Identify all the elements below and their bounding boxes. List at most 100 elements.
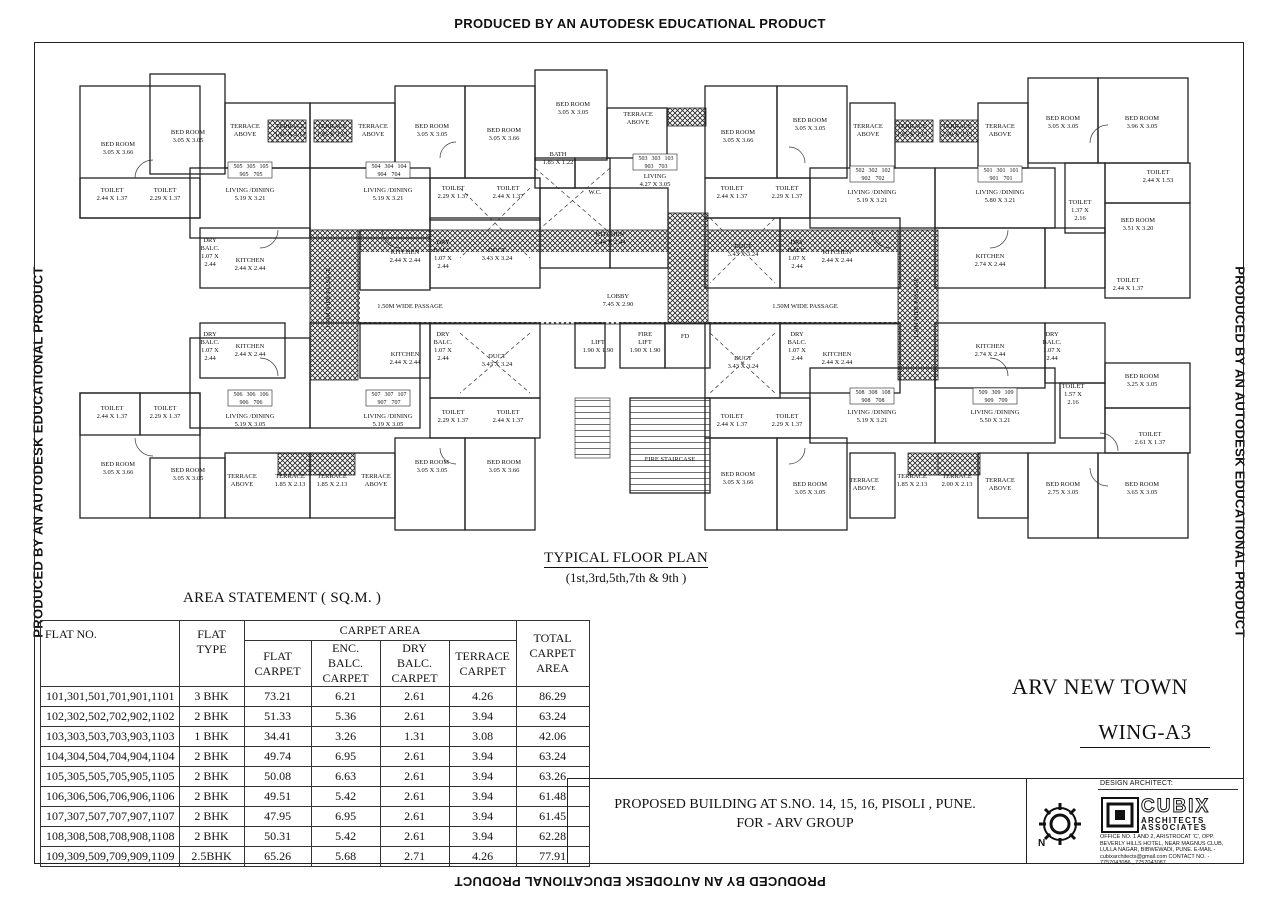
svg-text:1.85 X 2.13: 1.85 X 2.13 bbox=[275, 131, 306, 138]
svg-text:2.44: 2.44 bbox=[437, 355, 449, 362]
svg-text:1.07 X: 1.07 X bbox=[1043, 347, 1061, 354]
svg-text:BED ROOM: BED ROOM bbox=[101, 461, 135, 468]
svg-text:5.19 X 3.21: 5.19 X 3.21 bbox=[373, 195, 404, 202]
svg-text:ABOVE: ABOVE bbox=[989, 131, 1011, 138]
svg-text:ABOVE: ABOVE bbox=[627, 119, 649, 126]
svg-text:3.05 X 3.05: 3.05 X 3.05 bbox=[795, 125, 826, 132]
plan-subtitle: (1st,3rd,5th,7th & 9th ) bbox=[565, 570, 687, 585]
svg-text:302: 302 bbox=[869, 168, 878, 174]
svg-text:504: 504 bbox=[372, 164, 381, 170]
svg-text:LIVING: LIVING bbox=[644, 173, 667, 180]
svg-text:TOILET: TOILET bbox=[1069, 199, 1092, 206]
svg-text:706: 706 bbox=[254, 400, 263, 406]
svg-text:5.19 X 3.21: 5.19 X 3.21 bbox=[235, 195, 266, 202]
svg-text:2.29 X 1.37: 2.29 X 1.37 bbox=[438, 417, 469, 424]
svg-text:1.85 X 1.22: 1.85 X 1.22 bbox=[543, 159, 574, 166]
svg-text:701: 701 bbox=[1004, 176, 1013, 182]
cubix-logo-icon bbox=[1101, 797, 1139, 833]
svg-text:705: 705 bbox=[254, 172, 263, 178]
svg-text:DUCT: DUCT bbox=[488, 247, 506, 254]
svg-text:ABOVE: ABOVE bbox=[853, 485, 875, 492]
area-statement-table: FLAT NO. FLAT TYPE CARPET AREA TOTAL CAR… bbox=[40, 620, 590, 867]
svg-text:ABOVE: ABOVE bbox=[234, 131, 256, 138]
svg-text:TOILET: TOILET bbox=[101, 405, 124, 412]
svg-text:BALC.: BALC. bbox=[434, 247, 453, 254]
svg-text:LIVING /DINING: LIVING /DINING bbox=[848, 189, 897, 196]
svg-text:BED ROOM: BED ROOM bbox=[1125, 115, 1159, 122]
svg-text:309: 309 bbox=[992, 390, 1001, 396]
svg-text:509: 509 bbox=[979, 390, 988, 396]
svg-text:3.43 X 3.24: 3.43 X 3.24 bbox=[482, 361, 513, 368]
svg-text:3.05 X 3.66: 3.05 X 3.66 bbox=[489, 467, 520, 474]
svg-text:2.74 X 2.44: 2.74 X 2.44 bbox=[975, 351, 1006, 358]
svg-text:2.44 X 2.44: 2.44 X 2.44 bbox=[390, 359, 421, 366]
svg-text:2.44 X 1.37: 2.44 X 1.37 bbox=[1113, 285, 1144, 292]
svg-text:TOILET: TOILET bbox=[1117, 277, 1140, 284]
svg-text:TERRACE: TERRACE bbox=[942, 473, 972, 480]
svg-text:2.44 X 2.44: 2.44 X 2.44 bbox=[595, 239, 626, 246]
col-total: TOTAL CARPET AREA bbox=[515, 620, 590, 687]
svg-text:KITCHEN: KITCHEN bbox=[236, 257, 265, 264]
svg-text:107: 107 bbox=[398, 392, 407, 398]
svg-text:DRY: DRY bbox=[203, 237, 217, 244]
lobby-label: LOBBY bbox=[607, 293, 629, 300]
svg-text:TOILET: TOILET bbox=[154, 405, 177, 412]
svg-text:ABOVE: ABOVE bbox=[857, 131, 879, 138]
svg-text:DUCT: DUCT bbox=[488, 353, 506, 360]
svg-text:308: 308 bbox=[869, 390, 878, 396]
svg-text:BED ROOM: BED ROOM bbox=[721, 471, 755, 478]
svg-text:BED ROOM: BED ROOM bbox=[1125, 481, 1159, 488]
col-dry-balc: DRY BALC. CARPET bbox=[379, 640, 450, 687]
svg-text:908: 908 bbox=[862, 398, 871, 404]
svg-text:3.05 X 3.05: 3.05 X 3.05 bbox=[417, 467, 448, 474]
svg-text:506: 506 bbox=[234, 392, 243, 398]
svg-text:1.37 X: 1.37 X bbox=[1071, 207, 1089, 214]
svg-text:103: 103 bbox=[665, 156, 674, 162]
svg-text:101: 101 bbox=[1010, 168, 1019, 174]
svg-text:2.61 X 1.37: 2.61 X 1.37 bbox=[1135, 439, 1166, 446]
floor-plan: BED ROOM 3.05 X 3.66 BED ROOM 3.05 X 3.0… bbox=[79, 69, 1191, 539]
label-bedroom: BED ROOM bbox=[101, 141, 135, 148]
svg-text:305: 305 bbox=[247, 164, 256, 170]
svg-text:TERRACE: TERRACE bbox=[897, 123, 927, 130]
architect-label: DESIGN ARCHITECT: bbox=[1100, 780, 1174, 787]
svg-text:TERRACE: TERRACE bbox=[853, 123, 883, 130]
svg-text:1.07 X: 1.07 X bbox=[434, 347, 452, 354]
svg-text:507: 507 bbox=[372, 392, 381, 398]
svg-text:3.43 X 3.24: 3.43 X 3.24 bbox=[728, 251, 759, 258]
svg-text:3.05 X 3.66: 3.05 X 3.66 bbox=[723, 479, 754, 486]
svg-text:1.07 X: 1.07 X bbox=[201, 253, 219, 260]
svg-text:304: 304 bbox=[385, 164, 394, 170]
svg-text:DRY: DRY bbox=[436, 239, 450, 246]
svg-text:1.57 X: 1.57 X bbox=[1064, 391, 1082, 398]
divider bbox=[1098, 789, 1238, 790]
svg-text:BED ROOM: BED ROOM bbox=[487, 127, 521, 134]
project-name: ARV NEW TOWN bbox=[1011, 674, 1189, 699]
col-terrace: TERRACE CARPET bbox=[448, 640, 517, 687]
svg-text:5.19 X 3.05: 5.19 X 3.05 bbox=[373, 421, 404, 428]
svg-text:2.29 X 1.37: 2.29 X 1.37 bbox=[150, 413, 181, 420]
watermark-bottom: PRODUCED BY AN AUTODESK EDUCATIONAL PROD… bbox=[454, 874, 826, 889]
svg-text:FIRE: FIRE bbox=[638, 331, 652, 338]
svg-text:909: 909 bbox=[985, 398, 994, 404]
svg-text:BED ROOM: BED ROOM bbox=[1046, 481, 1080, 488]
svg-text:BED ROOM: BED ROOM bbox=[415, 459, 449, 466]
svg-text:ABOVE: ABOVE bbox=[365, 481, 387, 488]
svg-text:BED ROOM: BED ROOM bbox=[721, 129, 755, 136]
svg-text:3.05 X 3.66: 3.05 X 3.66 bbox=[723, 137, 754, 144]
svg-text:BALC.: BALC. bbox=[788, 339, 807, 346]
svg-text:2.44 X 2.44: 2.44 X 2.44 bbox=[235, 265, 266, 272]
svg-text:LIVING /DINING: LIVING /DINING bbox=[226, 187, 275, 194]
svg-text:902: 902 bbox=[862, 176, 871, 182]
title-block bbox=[567, 778, 1243, 864]
svg-text:109: 109 bbox=[1005, 390, 1014, 396]
svg-text:DRY: DRY bbox=[203, 331, 217, 338]
svg-text:TOILET: TOILET bbox=[776, 185, 799, 192]
svg-text:BALC.: BALC. bbox=[201, 339, 220, 346]
